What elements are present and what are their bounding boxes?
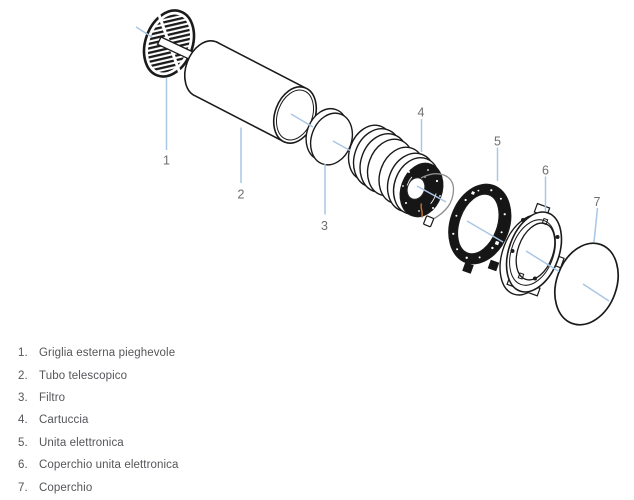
callout-numbers: 1 2 3 4 5 6 7 — [163, 106, 601, 234]
legend-item-3: 3. Filtro — [0, 387, 634, 409]
callout-1-tick — [135, 26, 153, 38]
legend-item-number: 7. — [18, 481, 28, 494]
callout-7-tick — [582, 283, 610, 302]
callout-6-tick — [525, 250, 560, 273]
cable-connector — [423, 215, 435, 228]
cartridge-wire-orange — [420, 203, 423, 218]
legend-item-label: Coperchio unita elettronica — [39, 459, 179, 472]
legend-item-number: 6. — [18, 459, 28, 472]
filter-part — [305, 107, 354, 166]
fan-hub — [406, 177, 426, 200]
callout-6-number: 6 — [542, 164, 549, 178]
legend-item-number: 2. — [18, 369, 28, 382]
callout-2-tick — [290, 113, 314, 128]
legend-item-label: Tubo telescopico — [39, 369, 128, 382]
electronic-cover-part — [499, 202, 565, 297]
callout-2-number: 2 — [238, 188, 245, 202]
callout-7-leader — [593, 207, 599, 243]
legend-item-2: 2. Tubo telescopico — [0, 364, 634, 386]
legend-item-6: 6. Coperchio unita elettronica — [0, 454, 634, 476]
callout-7-number: 7 — [594, 195, 601, 209]
legend-item-label: Cartuccia — [39, 414, 89, 427]
parts-legend: 1. Griglia esterna pieghevole 2. Tubo te… — [0, 342, 634, 499]
grille-part — [142, 9, 201, 78]
callout-3-number: 3 — [321, 219, 328, 233]
cartridge-part — [347, 124, 455, 228]
cover-disc-part — [554, 242, 619, 326]
callout-1-number: 1 — [163, 154, 170, 168]
legend-item-label: Unita elettronica — [39, 436, 124, 449]
legend-item-label: Coperchio — [39, 481, 93, 494]
legend-item-4: 4. Cartuccia — [0, 409, 634, 431]
cartridge-cable — [420, 173, 455, 221]
callout-5-tick — [466, 220, 504, 243]
telescopic-tube-part — [183, 40, 318, 144]
callout-5-number: 5 — [494, 135, 501, 149]
legend-item-7: 7. Coperchio — [0, 476, 634, 498]
legend-item-label: Filtro — [39, 391, 66, 404]
legend-item-1: 1. Griglia esterna pieghevole — [0, 342, 634, 364]
legend-item-label: Griglia esterna pieghevole — [39, 347, 176, 360]
legend-item-5: 5. Unita elettronica — [0, 432, 634, 454]
legend-item-number: 3. — [18, 391, 28, 404]
legend-item-number: 4. — [18, 414, 28, 427]
callout-4-number: 4 — [418, 106, 425, 120]
legend-item-number: 1. — [18, 347, 28, 360]
exploded-diagram: 1 2 3 4 5 6 7 — [135, 9, 619, 326]
callout-3-tick — [332, 140, 351, 152]
callout-4-tick — [416, 185, 447, 203]
callout-leaders — [135, 26, 610, 302]
legend-item-number: 5. — [18, 436, 28, 449]
electronic-unit-part — [448, 183, 512, 274]
